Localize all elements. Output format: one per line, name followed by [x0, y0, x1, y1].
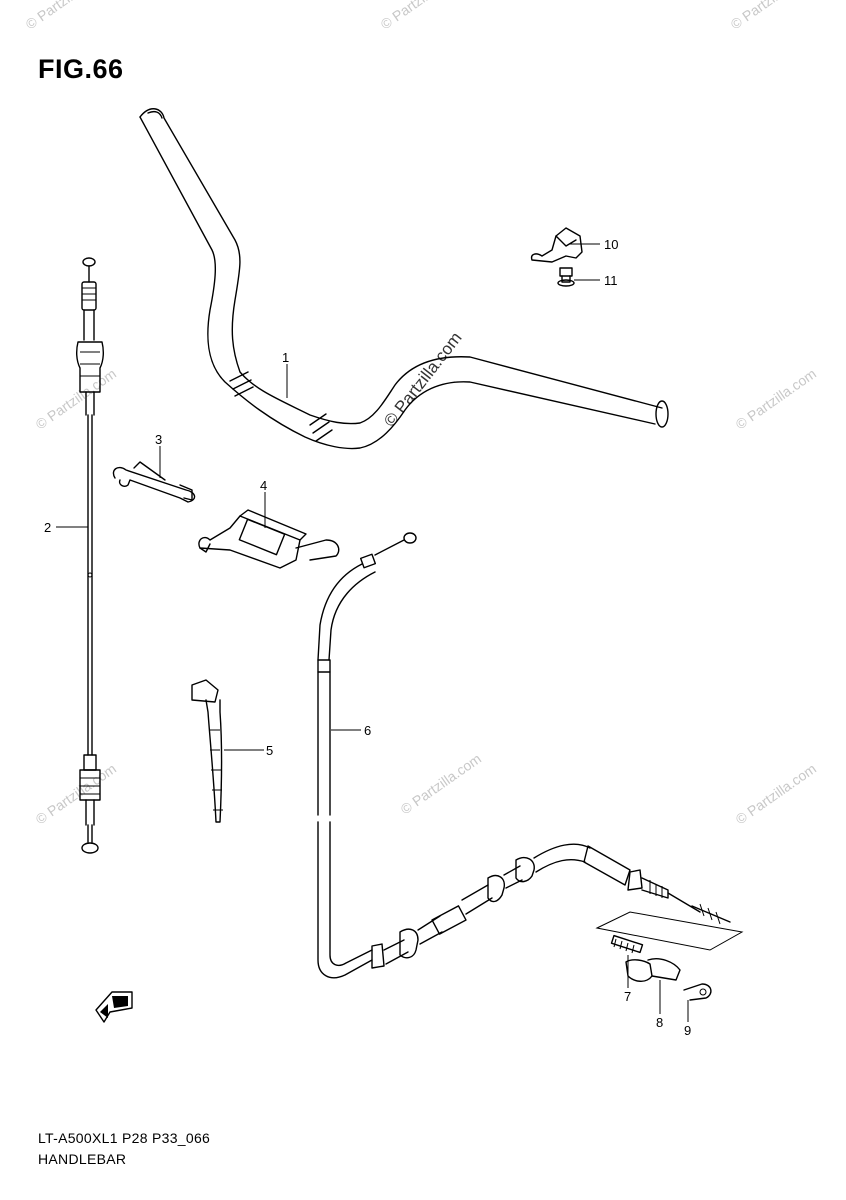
- callout-2: 2: [44, 520, 51, 535]
- figure-title: FIG.66: [38, 54, 124, 84]
- callout-10: 10: [604, 237, 618, 252]
- part-5-cable-tie: [191, 679, 223, 823]
- watermark: © Partzilla.com: [733, 760, 819, 827]
- callout-1: 1: [282, 350, 289, 365]
- watermark: © Partzilla.com: [378, 0, 464, 32]
- watermark: © Partzilla.com: [33, 760, 119, 827]
- parts-10-11-switch-bracket: [530, 227, 583, 287]
- watermark: © Partzilla.com: [23, 0, 109, 32]
- callout-6: 6: [364, 723, 371, 738]
- part-3-wire-clip: [112, 461, 196, 503]
- callout-8: 8: [656, 1015, 663, 1030]
- callout-11: 11: [604, 273, 618, 288]
- watermark: © Partzilla.com: [733, 365, 819, 432]
- callout-9: 9: [684, 1023, 691, 1038]
- watermark: © Partzilla.com: [33, 365, 119, 432]
- watermarks: © Partzilla.com © Partzilla.com © Partzi…: [23, 0, 819, 827]
- part-4-bracket: [198, 509, 340, 569]
- callout-5: 5: [266, 743, 273, 758]
- front-arrow-indicator: [95, 991, 133, 1023]
- part-1-handlebar: [139, 108, 669, 450]
- watermark-center: © Partzilla.com: [380, 328, 466, 430]
- part-6-brake-cable: [317, 532, 731, 979]
- callout-7: 7: [624, 989, 631, 1004]
- leader-lines: [56, 243, 689, 1022]
- callout-3: 3: [155, 432, 162, 447]
- watermark: © Partzilla.com: [728, 0, 814, 32]
- part-2-throttle-cable: [75, 257, 105, 854]
- watermark: © Partzilla.com: [398, 750, 484, 817]
- callout-4: 4: [260, 478, 267, 493]
- parts-7-8-9-kit: [595, 911, 744, 1001]
- section-name: HANDLEBAR: [38, 1151, 127, 1167]
- callout-labels: 1 2 3 4 5 6 7 8 9 10 11: [44, 237, 691, 1038]
- model-code: LT-A500XL1 P28 P33_066: [38, 1130, 211, 1146]
